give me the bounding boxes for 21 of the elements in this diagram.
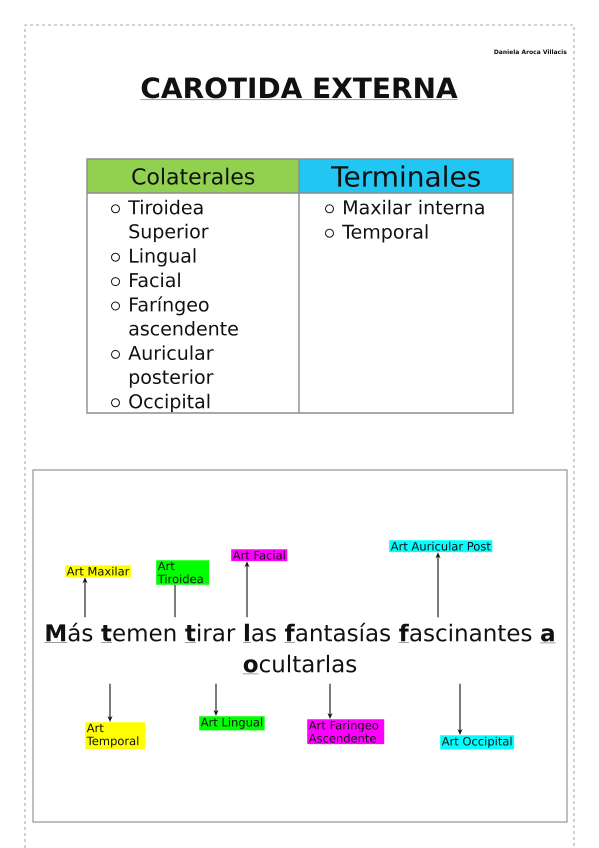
list-item: Faríngeo ascendente xyxy=(129,296,238,336)
list-item: Auricular posterior xyxy=(128,345,214,388)
highlighted-label: Art Tiroidea xyxy=(156,560,210,585)
highlighted-label: Art Facial xyxy=(231,549,288,562)
highlighted-label: Art Faringeo Ascendente xyxy=(307,719,384,744)
list-item: Maxilar interna xyxy=(344,200,484,214)
highlighted-label: Art Auricular Post xyxy=(389,540,492,552)
list-item: Temporal xyxy=(342,224,428,243)
highlighted-label: Art Temporal xyxy=(85,722,146,749)
list-item: Lingual xyxy=(130,248,196,267)
list-item: Tiroidea Superior xyxy=(128,200,209,242)
connector-line xyxy=(174,584,176,618)
header-cell: Terminales xyxy=(299,159,514,194)
header-cell: Colaterales xyxy=(87,159,300,194)
highlighted-label: Art Lingual xyxy=(199,716,265,730)
list-item: Facial xyxy=(130,272,180,288)
title: CAROTIDA EXTERNA xyxy=(140,77,458,100)
mnemonic-sentence: Más temen tirar las fantasías fascinantes a ocultarlas xyxy=(44,622,556,674)
highlighted-label: Art Maxilar xyxy=(65,565,131,578)
list-item: Occipital xyxy=(129,394,210,412)
highlighted-label: Art Occipital xyxy=(440,735,514,750)
